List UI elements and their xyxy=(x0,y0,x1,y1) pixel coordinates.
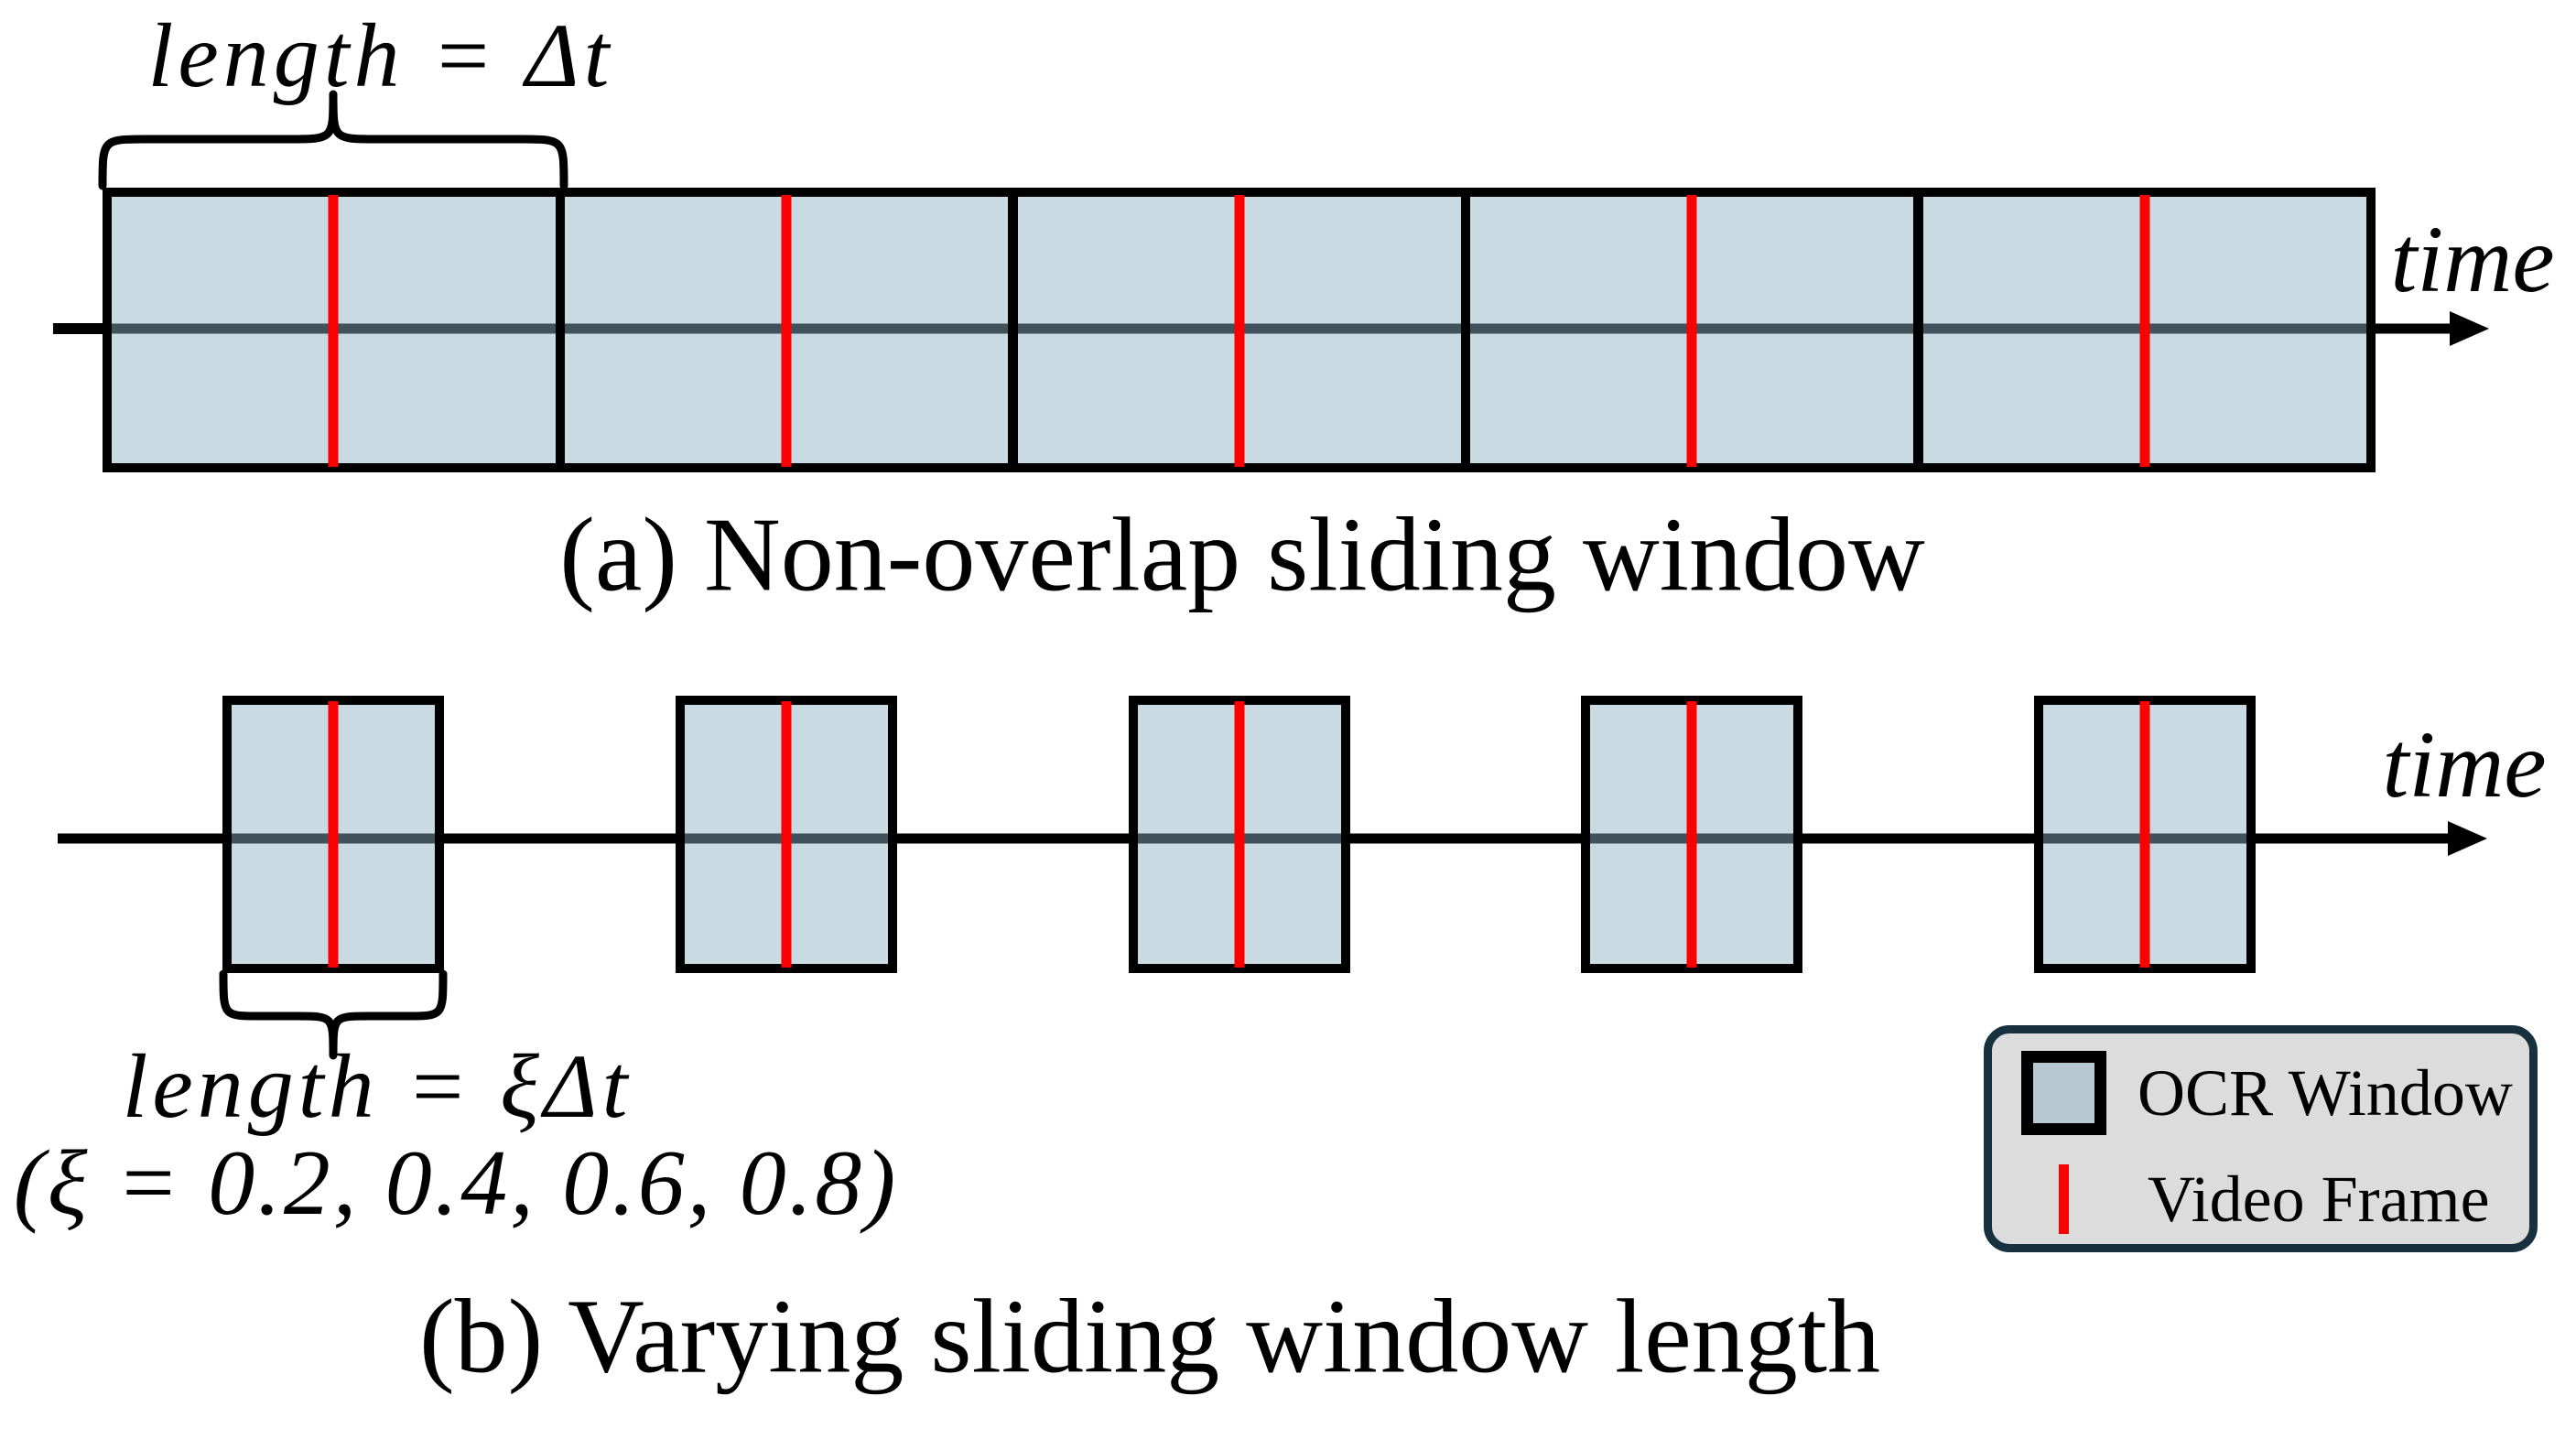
ocr-window-border xyxy=(676,696,897,973)
row-a-length-formula: length = Δt xyxy=(147,5,614,106)
row-b-time-label: time xyxy=(2382,711,2547,817)
row-a-caption: (a) Non-overlap sliding window xyxy=(559,496,1925,614)
axis-arrowhead-icon xyxy=(2448,821,2487,856)
ocr-window-border xyxy=(1581,696,1802,973)
row-b-diagram xyxy=(58,696,2487,1060)
row-b-caption: (b) Varying sliding window length xyxy=(419,1278,1880,1396)
ocr-window-border xyxy=(1129,696,1350,973)
row-b-video-frames xyxy=(328,701,2150,968)
legend-box: OCR Window Video Frame xyxy=(1984,1025,2538,1252)
ocr-window-border xyxy=(1913,188,2376,472)
length-over-brace-icon xyxy=(98,90,568,190)
ocr-window-border xyxy=(2034,696,2256,973)
legend-label-ocr-window: OCR Window xyxy=(2138,1056,2513,1130)
row-a-diagram xyxy=(53,90,2489,472)
row-b-length-formula: length = ξΔt xyxy=(122,1035,633,1137)
length-under-brace-icon xyxy=(219,969,448,1060)
row-b-xi-values: (ξ = 0.2, 0.4, 0.6, 0.8) xyxy=(13,1131,899,1235)
axis-arrowhead-icon xyxy=(2450,311,2489,346)
legend-label-video-frame: Video Frame xyxy=(2148,1163,2490,1236)
row-a-time-label: time xyxy=(2390,206,2555,312)
row-a-window-borders xyxy=(103,188,2376,472)
video-frame-swatch-icon xyxy=(2059,1164,2069,1234)
row-b-window-borders xyxy=(222,696,2256,973)
ocr-window-swatch-icon xyxy=(2021,1051,2106,1135)
row-a-video-frames xyxy=(328,195,2150,467)
ocr-window-border xyxy=(222,696,444,973)
